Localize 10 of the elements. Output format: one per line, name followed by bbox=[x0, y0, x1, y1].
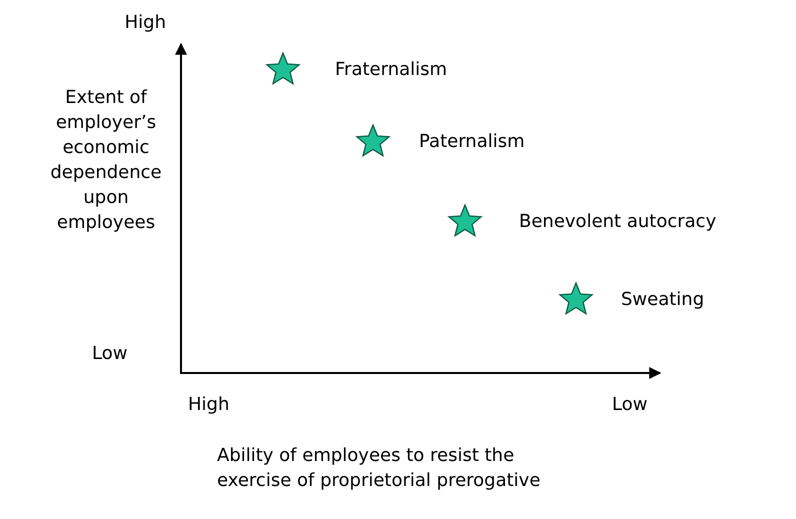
x-axis-title: Ability of employees to resist the exercise of proprietorial prerogative bbox=[217, 444, 542, 493]
point-label: Paternalism bbox=[419, 130, 525, 154]
point-label: Fraternalism bbox=[335, 58, 448, 82]
point-label: Benevolent autocracy bbox=[519, 210, 716, 234]
y-axis-title: Extent of employer’s economic dependence upon employees bbox=[49, 86, 163, 235]
axis-end-label: High bbox=[188, 393, 230, 417]
axis-end-label: High bbox=[124, 11, 166, 35]
axis-end-label: Low bbox=[612, 393, 648, 417]
point-label: Sweating bbox=[621, 288, 704, 312]
axis-end-label: Low bbox=[92, 342, 128, 366]
